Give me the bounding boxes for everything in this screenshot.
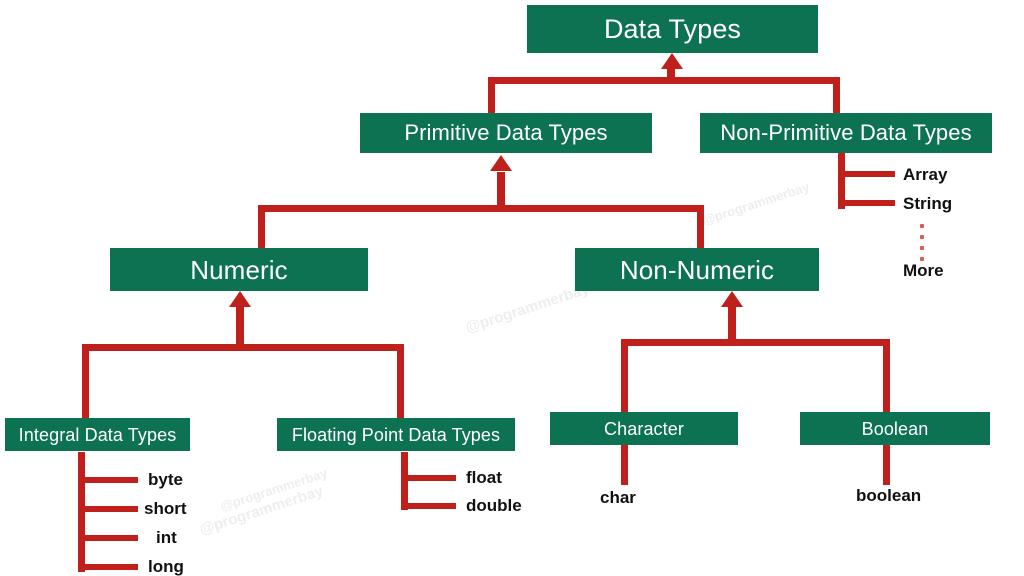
node-label: Floating Point Data Types [291, 424, 501, 445]
connector-branch-string [838, 200, 895, 206]
arrow-into-root [661, 53, 683, 69]
leaf-char: char [600, 488, 636, 507]
connector-branch-float [401, 475, 456, 481]
ellipsis-dots-icon [920, 224, 924, 268]
watermark: @programmerbay [218, 465, 330, 514]
connector-branch-array [838, 171, 895, 177]
connector-non-numeric-bar [621, 339, 890, 346]
node-non-primitive-data-types[interactable]: Non-Primitive Data Types [700, 113, 992, 153]
connector-non-numeric-stem [728, 307, 736, 342]
node-non-numeric[interactable]: Non-Numeric [575, 248, 819, 291]
connector-numeric-stem [236, 307, 244, 347]
node-label: Integral Data Types [18, 424, 177, 445]
node-primitive-data-types[interactable]: Primitive Data Types [360, 113, 652, 153]
arrow-into-primitive [490, 155, 512, 171]
leaf-string: String [903, 194, 953, 213]
node-label: Non-Primitive Data Types [720, 120, 972, 145]
watermark: @programmerbay [197, 482, 326, 539]
connector-numeric-bar [82, 344, 404, 351]
connector-level1-bar [488, 77, 840, 84]
connector-nonprimitive-spine [838, 153, 845, 209]
connector-branch-short [78, 506, 138, 512]
node-label: Boolean [861, 418, 929, 439]
connector-to-primitive [488, 77, 495, 114]
leaf-float: float [466, 468, 502, 487]
leaf-more: More [903, 261, 944, 280]
node-floating-point-data-types[interactable]: Floating Point Data Types [277, 418, 515, 451]
connector-to-integral [82, 344, 89, 420]
connector-character-to-char [621, 445, 628, 485]
connector-root-stem [667, 66, 675, 82]
node-numeric[interactable]: Numeric [110, 248, 368, 291]
leaf-boolean-keyword: boolean [856, 486, 922, 505]
node-label: Non-Numeric [619, 254, 775, 285]
arrow-into-numeric [229, 291, 251, 307]
node-label: Numeric [190, 254, 288, 285]
connector-to-floating-point [397, 344, 404, 420]
connector-boolean-to-boolean-kw [883, 445, 890, 485]
arrow-into-non-numeric [721, 291, 743, 307]
leaf-double: double [466, 496, 522, 515]
connector-branch-double [401, 503, 456, 509]
connector-to-boolean [883, 339, 890, 414]
node-label: Data Types [603, 13, 742, 44]
connector-to-non-numeric [697, 205, 704, 250]
leaf-array: Array [903, 165, 948, 184]
connector-floating-spine [401, 452, 408, 510]
connector-integral-spine [78, 452, 85, 572]
watermark: @programmerbay [700, 179, 812, 228]
connector-primitive-stem [497, 172, 505, 208]
connector-to-character [621, 339, 628, 414]
node-data-types[interactable]: Data Types [527, 5, 818, 53]
connector-level2-bar [258, 205, 704, 212]
connector-branch-int [78, 535, 138, 541]
leaf-byte: byte [148, 470, 183, 489]
leaf-long: long [148, 557, 184, 576]
leaf-short: short [144, 499, 187, 518]
node-label: Character [604, 418, 684, 439]
node-character[interactable]: Character [550, 412, 738, 445]
leaf-int: int [156, 528, 177, 547]
connector-to-numeric [258, 205, 265, 250]
watermark: @programmerbay [463, 280, 592, 337]
node-boolean[interactable]: Boolean [800, 412, 990, 445]
connector-branch-byte [78, 477, 138, 483]
connector-to-non-primitive [833, 77, 840, 114]
node-integral-data-types[interactable]: Integral Data Types [5, 418, 190, 451]
connector-branch-long [78, 564, 138, 570]
node-label: Primitive Data Types [404, 120, 608, 145]
